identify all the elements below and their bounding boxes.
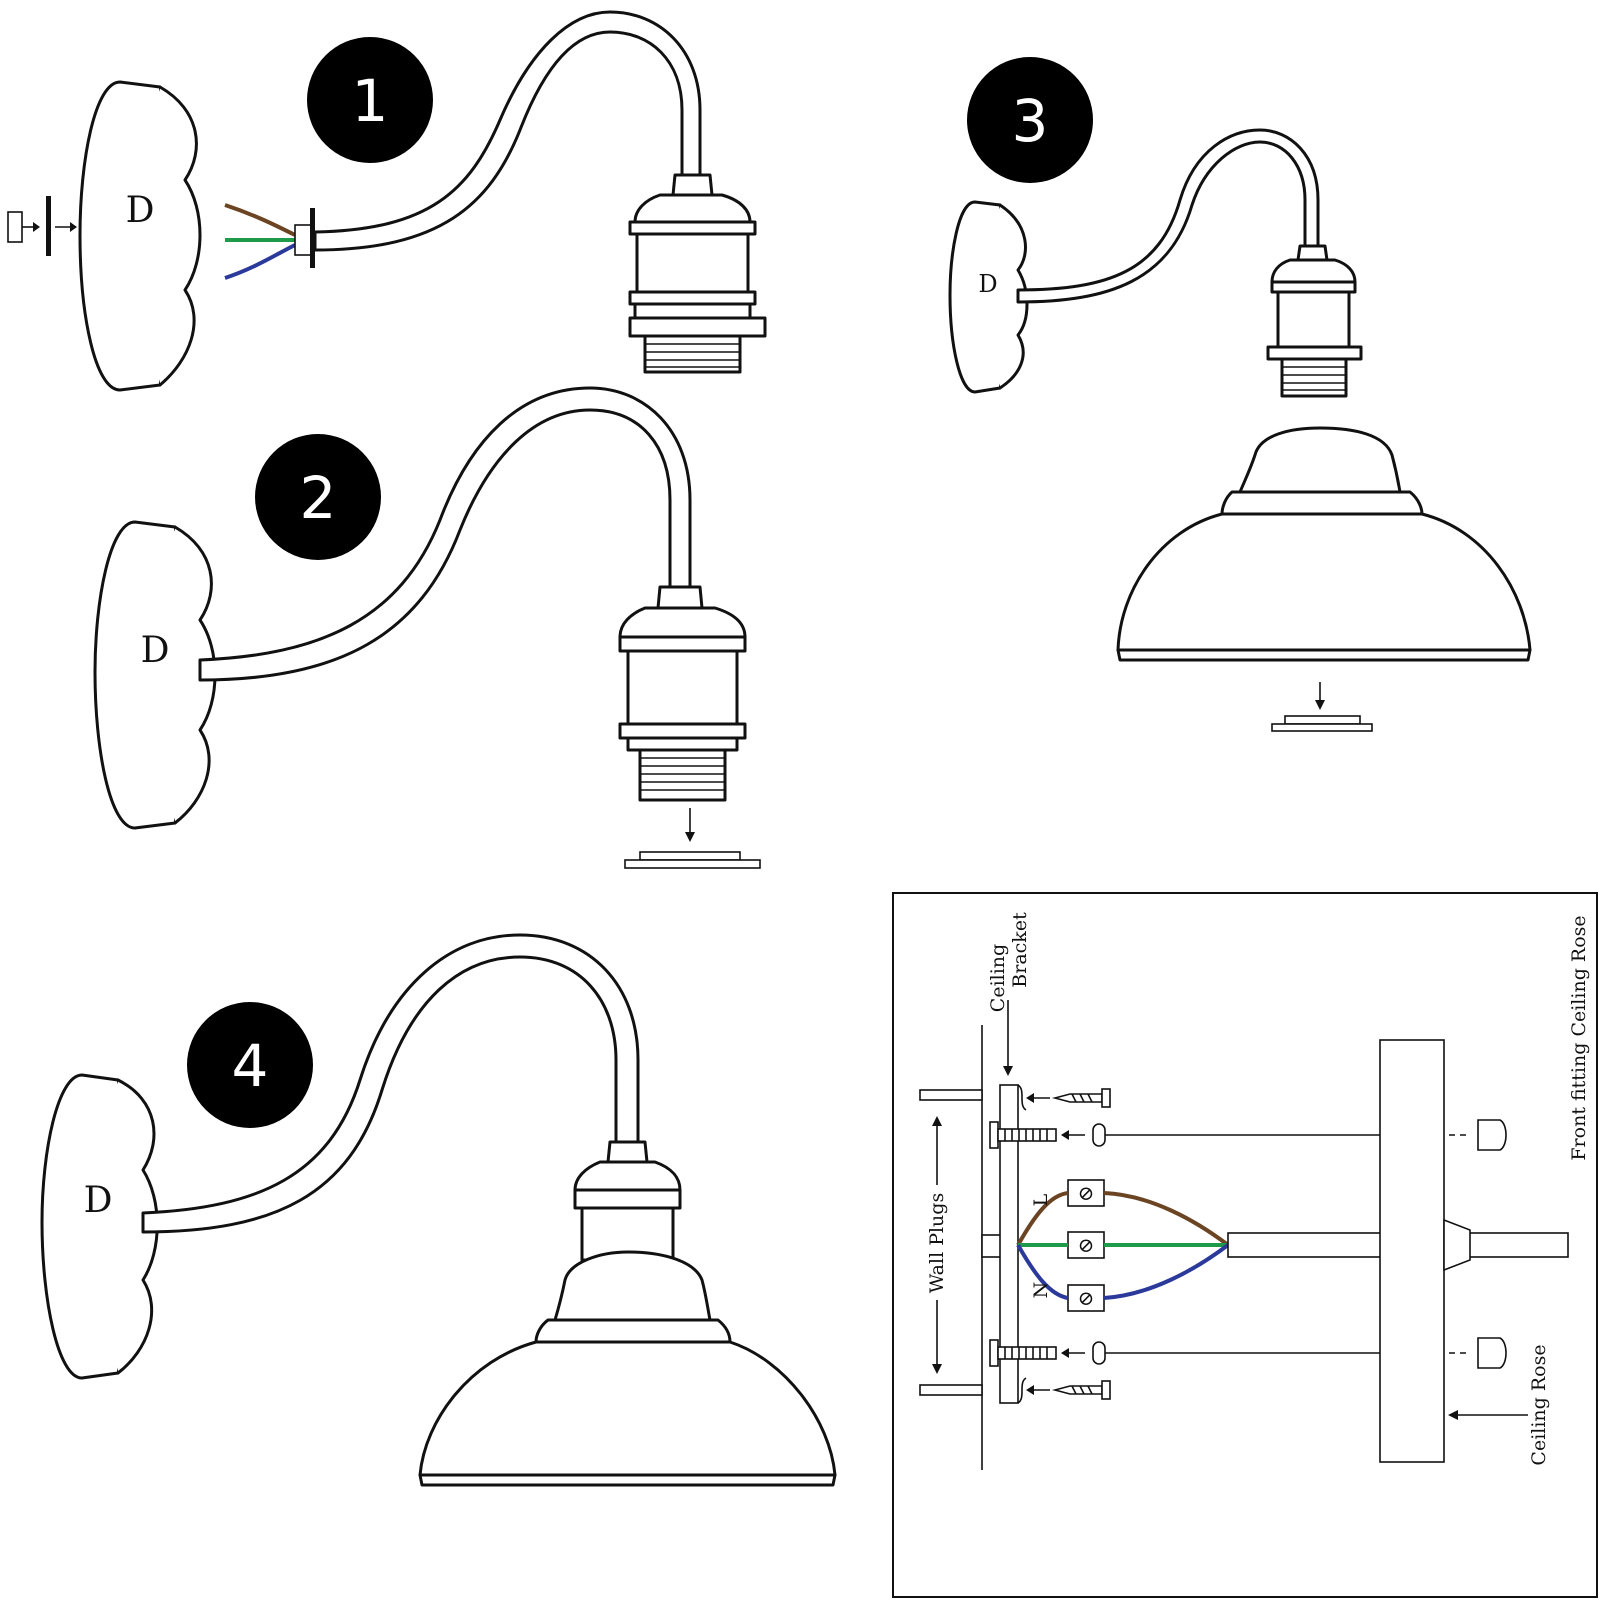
terminal-neutral-symbol: ⊘ bbox=[1078, 1286, 1095, 1310]
diagram-ceiling-rose bbox=[1379, 1039, 1471, 1463]
step-3-shade-ring bbox=[1284, 715, 1361, 725]
step-1-ceiling-rose: D bbox=[78, 80, 202, 392]
terminal-earth-symbol: ⊘ bbox=[1078, 1233, 1095, 1257]
step-4-panel: 4 D bbox=[40, 933, 837, 1487]
step-1-cable-clamp bbox=[294, 224, 312, 256]
step-2-panel: 2 D bbox=[93, 386, 761, 869]
step-4-badge bbox=[187, 1002, 313, 1128]
step-1-number: 1 bbox=[352, 67, 389, 135]
diagram-wires bbox=[1016, 1191, 1230, 1300]
step-2-number: 2 bbox=[300, 464, 337, 532]
step-2-lamp-holder bbox=[618, 585, 747, 802]
step-1-rose-letter: D bbox=[126, 190, 155, 231]
bottom-wood-screw bbox=[1026, 1380, 1111, 1400]
step-1-wires bbox=[224, 203, 296, 280]
upper-machine-screw bbox=[989, 1119, 1507, 1151]
step-4-ceiling-rose: D bbox=[40, 1073, 159, 1380]
step-2-rose-letter: D bbox=[141, 630, 170, 671]
step-3-lamp-holder bbox=[1266, 244, 1363, 398]
step-2-badge bbox=[255, 434, 381, 560]
step-4-shade bbox=[418, 1250, 837, 1487]
step-1-lamp-holder bbox=[628, 173, 767, 374]
ceiling-rose-label: Ceiling Rose bbox=[1528, 1344, 1550, 1465]
ceiling-bracket bbox=[999, 1084, 1027, 1404]
ceiling-bracket-label-line2: Bracket bbox=[1009, 912, 1031, 988]
neutral-label: N bbox=[1030, 1282, 1052, 1299]
step-3-number: 3 bbox=[1012, 87, 1049, 155]
ceiling-bracket-label-line1: Ceiling bbox=[987, 944, 1009, 1012]
terminal-live-symbol: ⊘ bbox=[1078, 1181, 1095, 1205]
step-1-screw-plate bbox=[46, 196, 51, 256]
top-wood-screw bbox=[1026, 1088, 1111, 1108]
step-2-ceiling-rose: D bbox=[93, 520, 217, 830]
terminal-block: ⊘ ⊘ ⊘ bbox=[1067, 1179, 1105, 1312]
step-4-rose-letter: D bbox=[84, 1180, 113, 1221]
step-3-badge bbox=[967, 57, 1093, 183]
wall-plugs-label: Wall Plugs bbox=[926, 1193, 948, 1293]
step-4-lamp-holder bbox=[573, 1140, 682, 1262]
step-2-shade-ring bbox=[639, 851, 741, 861]
live-label: L bbox=[1030, 1193, 1052, 1206]
step-1-panel: 1 D bbox=[7, 10, 767, 392]
step-3-rose-letter: D bbox=[978, 270, 997, 298]
step-4-number: 4 bbox=[232, 1032, 269, 1100]
step-3-ceiling-rose: D bbox=[948, 200, 1029, 394]
step-3-shade bbox=[1116, 426, 1532, 662]
step-1-badge bbox=[307, 37, 433, 163]
wiring-diagram: Ceiling Bracket Wall Plugs bbox=[892, 892, 1598, 1598]
step-1-wall-plug bbox=[7, 211, 23, 243]
lower-machine-screw bbox=[989, 1337, 1507, 1369]
front-fitting-label: Front fitting Ceiling Rose bbox=[1568, 915, 1590, 1160]
step-3-panel: 3 D bbox=[948, 57, 1532, 732]
